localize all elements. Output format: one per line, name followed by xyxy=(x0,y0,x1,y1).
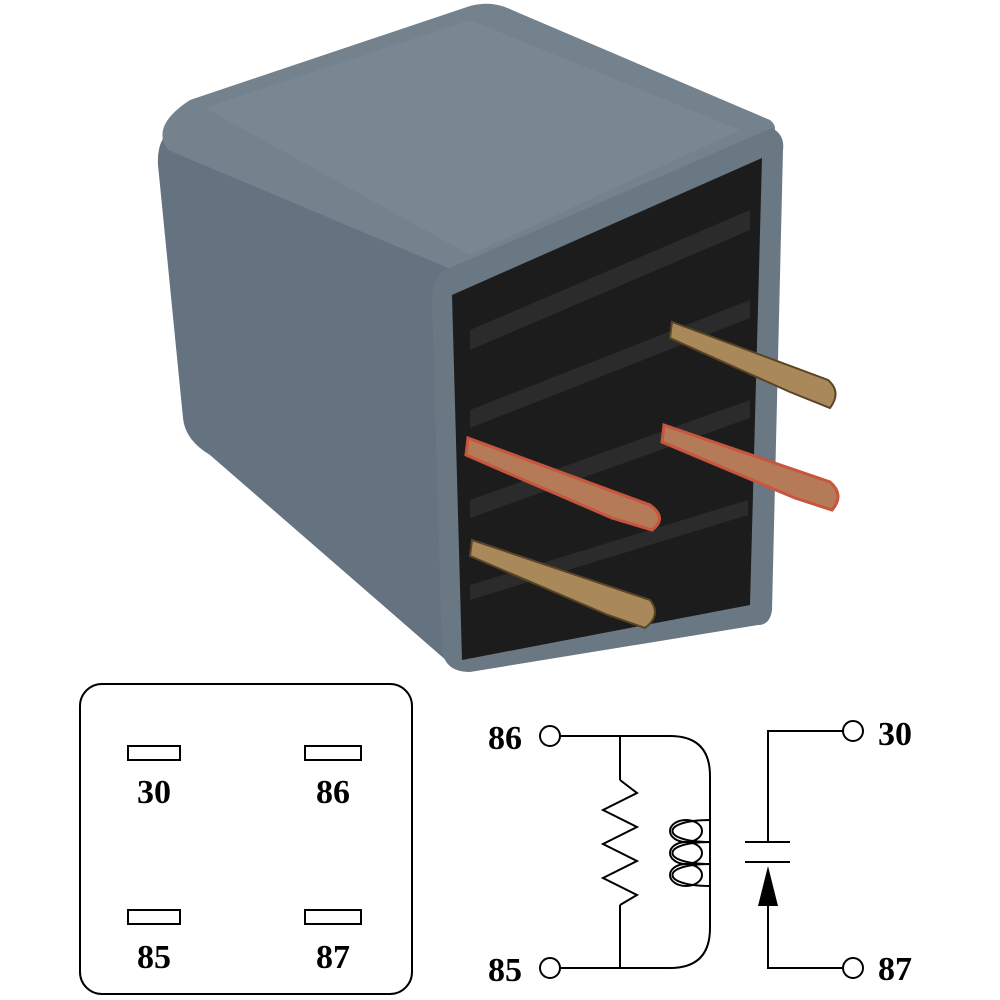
relay-top-highlight xyxy=(205,20,740,255)
switch-wire-bottom xyxy=(767,905,843,969)
terminal-pin xyxy=(468,538,656,630)
terminal-pin xyxy=(668,320,837,410)
pin-label: 85 xyxy=(137,939,171,976)
terminal-pin xyxy=(660,422,840,512)
pin-pad xyxy=(304,909,362,925)
relay-schematic: 86 85 30 87 xyxy=(488,716,912,989)
terminal-label: 85 xyxy=(488,952,522,989)
pin-pad xyxy=(304,745,362,761)
coil-icon xyxy=(669,819,711,887)
terminal-label: 87 xyxy=(878,951,912,988)
terminal-label: 86 xyxy=(488,720,522,757)
terminal-node xyxy=(539,957,561,979)
terminal-pin xyxy=(464,435,661,532)
pin-label: 30 xyxy=(137,774,171,811)
switch-wire-top xyxy=(767,730,843,842)
coil-wire xyxy=(560,735,711,969)
terminal-node xyxy=(842,957,864,979)
arrow-up-icon xyxy=(758,866,778,906)
terminal-node xyxy=(539,725,561,747)
terminal-node xyxy=(842,720,864,742)
pin-layout-frame xyxy=(79,683,413,995)
pin-pad xyxy=(127,909,181,925)
relay-product-photo xyxy=(157,3,840,672)
relay-side-face xyxy=(157,125,472,668)
pin-label: 87 xyxy=(316,939,350,976)
pin-layout-diagram: 30 86 85 87 xyxy=(79,683,413,995)
relay-black-base xyxy=(452,158,762,660)
terminal-pins xyxy=(464,320,840,630)
terminal-label: 30 xyxy=(878,716,912,753)
pin-label: 86 xyxy=(316,774,350,811)
resistor-icon xyxy=(600,779,640,906)
pin-pad xyxy=(127,745,181,761)
